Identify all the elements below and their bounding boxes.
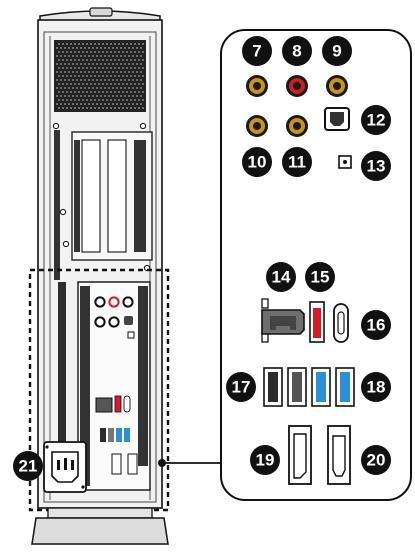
expansion-slot-2: [107, 139, 127, 253]
audio-jack-8: [286, 75, 308, 97]
clear-cmos-button: [338, 155, 352, 169]
callout-19: 19: [250, 445, 280, 475]
mini-audio-jacks: [94, 296, 135, 339]
usb-a-red-port: [309, 301, 325, 343]
callout-17: 17: [226, 372, 256, 402]
svg-text:7: 7: [252, 42, 261, 61]
tower-neck: [47, 507, 153, 519]
side-vent-left: [54, 130, 60, 280]
callout-20: 20: [361, 445, 391, 475]
mesh-pattern: [56, 43, 144, 109]
svg-text:19: 19: [256, 451, 275, 470]
displayport: [288, 425, 312, 485]
callouts: 7 8 9 10 11 12 13 14: [13, 36, 391, 481]
tower-inner-frame: [43, 31, 157, 503]
svg-text:17: 17: [232, 378, 251, 397]
callout-21: 21: [13, 451, 43, 481]
callout-13: 13: [361, 151, 391, 181]
leader-line: [158, 459, 222, 467]
callout-15: 15: [305, 262, 335, 292]
tower-foot: [31, 517, 169, 545]
svg-text:13: 13: [367, 157, 386, 176]
tower-top-knob: [89, 7, 113, 17]
audio-jack-7: [246, 75, 268, 97]
power-inlet: [43, 441, 87, 493]
callout-8: 8: [282, 36, 312, 66]
callout-16: 16: [361, 310, 391, 340]
audio-jack-11: [286, 115, 308, 137]
callout-14: 14: [266, 262, 296, 292]
svg-text:20: 20: [367, 451, 386, 470]
svg-text:9: 9: [332, 42, 341, 61]
svg-text:16: 16: [367, 316, 386, 335]
side-vent-lower-left: [58, 282, 66, 482]
io-vent-left: [80, 286, 90, 486]
usb-c-port: [333, 303, 349, 343]
pc-tower: [28, 7, 170, 545]
hdmi-port: [327, 425, 351, 485]
svg-text:18: 18: [367, 378, 386, 397]
callout-12: 12: [361, 105, 391, 135]
svg-text:21: 21: [19, 457, 38, 476]
callout-18: 18: [361, 372, 391, 402]
io-vent-right: [138, 286, 148, 466]
svg-text:10: 10: [248, 153, 267, 172]
svg-text:15: 15: [311, 268, 330, 287]
callout-10: 10: [242, 147, 272, 177]
audio-jack-9: [326, 75, 348, 97]
optical-spdif-port: [324, 107, 350, 131]
lan-port: [261, 298, 305, 343]
callout-9: 9: [322, 36, 352, 66]
expansion-slot-1: [81, 139, 101, 253]
mini-io-ports: [95, 395, 138, 475]
usb-a-black-ports: [263, 367, 307, 407]
svg-text:12: 12: [367, 111, 386, 130]
svg-text:8: 8: [292, 42, 301, 61]
audio-jack-10: [246, 115, 268, 137]
slot-vent-left: [74, 140, 80, 252]
svg-text:11: 11: [288, 153, 306, 172]
callout-11: 11: [282, 147, 312, 177]
callout-7: 7: [242, 36, 272, 66]
slot-vent-right: [134, 140, 146, 252]
svg-text:14: 14: [272, 268, 291, 287]
usb-a-blue-ports: [311, 367, 355, 407]
